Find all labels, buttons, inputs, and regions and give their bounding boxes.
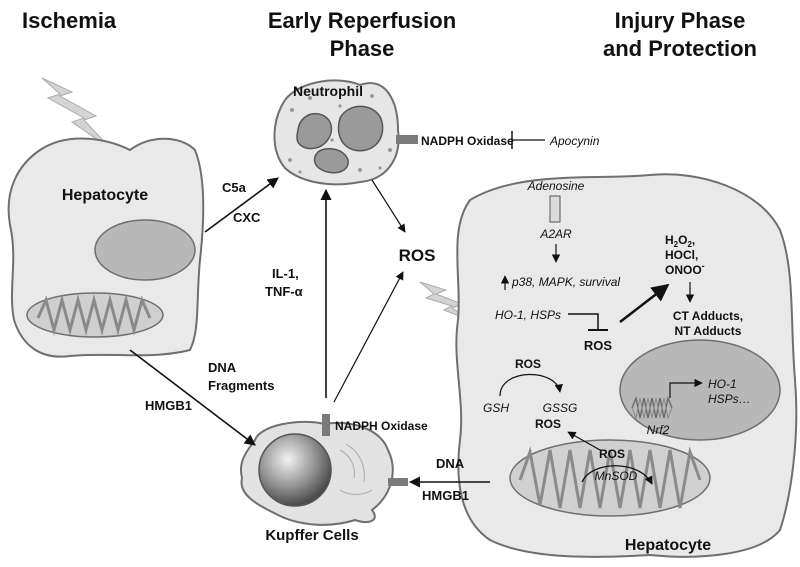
gsh-label: GSH <box>483 401 509 415</box>
a2ar-receptor <box>549 195 561 223</box>
mitochondrion-right <box>509 439 711 517</box>
hmgb1-left-label: HMGB1 <box>145 398 192 413</box>
ho1-hsps-label: HO-1, HSPs <box>495 308 561 322</box>
ros-central-label: ROS <box>399 246 436 265</box>
nrf2-label: Nrf2 <box>647 423 670 437</box>
header-early-reperfusion-2: Phase <box>330 36 395 61</box>
nrf2-dna-helix-2 <box>631 397 673 420</box>
hepatocyte-to-kupffer-arrow <box>129 349 256 446</box>
onoo-label: ONOO- <box>665 261 705 277</box>
dna-right-label: DNA <box>436 456 465 471</box>
apocynin-label: Apocynin <box>549 134 600 148</box>
gssg-label: GSSG <box>543 401 578 415</box>
h2o2-label: H2O2, <box>665 233 695 249</box>
kupffer-label: Kupffer Cells <box>265 527 358 544</box>
neutrophil-to-ros-arrow <box>371 179 406 233</box>
nadph-oxidase-neutrophil-label: NADPH Oxidase <box>421 134 514 148</box>
hepatocyte-left-label: Hepatocyte <box>62 187 148 204</box>
mitochondrion-left-cristae <box>36 294 152 336</box>
nrf2-dna-helix <box>631 395 673 419</box>
neutrophil-nucleus-lobe <box>313 147 349 174</box>
hmgb1-right-label: HMGB1 <box>422 488 469 503</box>
ct-adducts-label: CT Adducts, <box>673 309 743 323</box>
neutrophil-label: Neutrophil <box>293 83 363 99</box>
neutrophil-nucleus-lobe <box>337 105 384 152</box>
mitochondrion-right-cristae <box>518 446 702 509</box>
neutrophil-granules <box>288 94 392 174</box>
header-injury-phase-1: Injury Phase <box>615 8 746 33</box>
il1-label: IL-1, <box>272 266 299 281</box>
header-early-reperfusion-1: Early Reperfusion <box>268 8 456 33</box>
header-ischemia: Ischemia <box>22 8 117 33</box>
nt-adducts-label: NT Adducts <box>675 324 742 338</box>
nadph-oxidase-kupffer-label: NADPH Oxidase <box>335 419 428 433</box>
kupffer-to-ros-arrow <box>333 271 404 403</box>
nrf2-transcription-arrow <box>669 378 703 398</box>
hepatocyte-to-neutrophil-arrow <box>204 177 279 233</box>
ros-mito-out-label: ROS <box>535 417 561 431</box>
gsh-cycle-arrow <box>499 373 563 397</box>
hsps-gene-label: HSPs… <box>708 392 751 406</box>
hocl-label: HOCl, <box>665 248 698 262</box>
hepatocyte-right-nucleus <box>619 339 781 441</box>
hepatocyte-right-label: Hepatocyte <box>625 537 711 554</box>
dna-fragments-label-2: Fragments <box>208 378 274 393</box>
ho1-gene-label: HO-1 <box>708 377 737 391</box>
adenosine-label: Adenosine <box>527 179 585 193</box>
ros-gsh-label: ROS <box>515 357 541 371</box>
ros-to-oxidants-arrow <box>619 283 670 323</box>
dna-fragments-label-1: DNA <box>208 360 237 375</box>
cxc-label: CXC <box>233 210 261 225</box>
hepatocyte-left-nucleus <box>94 219 196 281</box>
ros-mito-label: ROS <box>599 447 625 461</box>
neutrophil-nucleus-lobe <box>296 112 333 150</box>
mnsod-label: MnSOD <box>595 469 638 483</box>
ho1-inhibition-line <box>568 313 599 330</box>
kupffer-nadph-oxidase-channel <box>322 414 330 436</box>
header-injury-phase-2: and Protection <box>603 36 757 61</box>
neutrophil-nadph-oxidase-channel <box>396 135 418 144</box>
kupffer-receptor <box>388 478 408 486</box>
ros-inhibited-label: ROS <box>584 338 613 353</box>
neutrophil-cell <box>273 79 400 186</box>
kupffer-nucleus <box>258 433 332 507</box>
kupffer-er-lines <box>339 443 373 495</box>
mito-ros-release-arrow <box>567 431 601 451</box>
p38-label: p38, MAPK, survival <box>511 275 620 289</box>
tnf-label: TNF-α <box>265 284 303 299</box>
a2ar-label: A2AR <box>539 227 572 241</box>
c5a-label: C5a <box>222 180 247 195</box>
mnsod-arrow <box>581 465 653 485</box>
